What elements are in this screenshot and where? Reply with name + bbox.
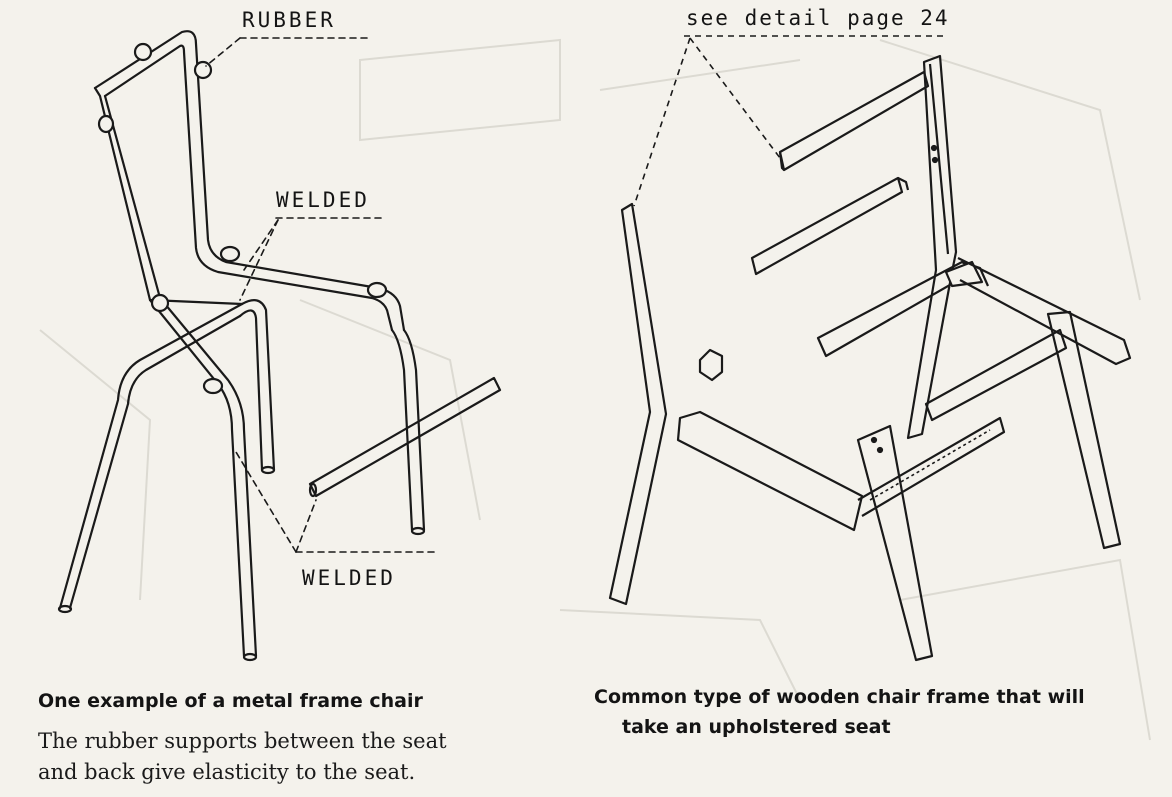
ghost-background: [39, 38, 1151, 741]
metal-chair-caption-body-line1: The rubber supports between the seat: [38, 729, 447, 753]
welded-label-top: WELDED: [276, 188, 370, 212]
wooden-chair-illustration: [608, 35, 1132, 662]
detail-reference-label: see detail page 24: [686, 6, 950, 30]
rubber-supports: [97, 42, 388, 395]
wooden-chair-caption-line1: Common type of wooden chair frame that w…: [594, 686, 1085, 708]
welded-label-bottom: WELDED: [302, 566, 396, 590]
metal-leader-lines: [205, 37, 437, 553]
metal-chair-illustration: [57, 30, 502, 662]
rubber-label: RUBBER: [242, 8, 336, 32]
wooden-leader-lines: [633, 35, 944, 207]
wooden-chair-caption-line2: take an upholstered seat: [622, 716, 891, 738]
metal-chair-caption-title: One example of a metal frame chair: [38, 690, 423, 712]
metal-chair-caption-body-line2: and back give elasticity to the seat.: [38, 760, 416, 784]
